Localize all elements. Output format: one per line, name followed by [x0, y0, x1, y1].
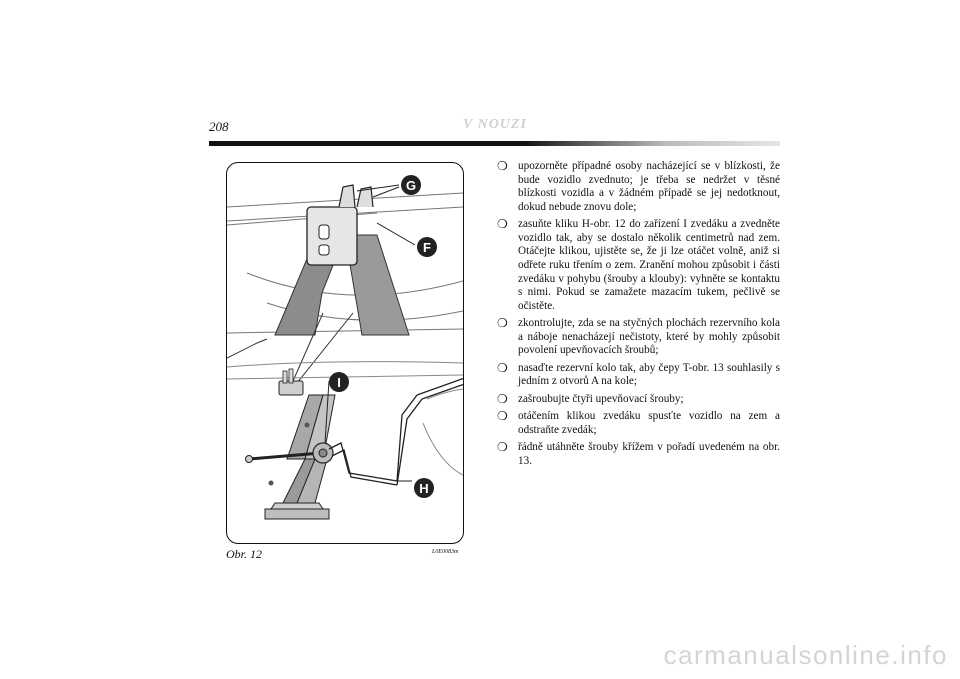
- instruction-text: zašroubujte čtyři upevňovací šrouby;: [518, 392, 684, 405]
- instruction-item: ❍ zkontrolujte, zda se na styčných ploch…: [497, 317, 780, 358]
- scissor-jack: [245, 368, 336, 520]
- section-title: V NOUZI: [463, 117, 527, 132]
- header-rule: [209, 141, 780, 146]
- scissor-jack-illustration: G F I H: [227, 175, 463, 520]
- instruction-text: upozorněte případné osoby nacházející se…: [518, 160, 780, 213]
- circle-bullet-icon: ❍: [497, 360, 508, 375]
- circle-bullet-icon: ❍: [497, 217, 508, 232]
- instruction-text: zkontrolujte, zda se na styčných plochác…: [518, 317, 780, 357]
- circle-bullet-icon: ❍: [497, 409, 508, 424]
- instruction-text: otáčením klikou zvedáku spusťte vozidlo …: [518, 410, 780, 436]
- crank-handle: [328, 377, 463, 486]
- figure-caption: Obr. 12: [226, 547, 263, 561]
- page-number: 208: [209, 119, 229, 134]
- instruction-text: řádně utáhněte šrouby křížem v pořadí uv…: [518, 441, 780, 467]
- watermark-link[interactable]: carmanualsonline.info: [663, 640, 948, 670]
- instruction-item: ❍ upozorněte případné osoby nacházející …: [497, 159, 780, 214]
- jack-head-detail: [274, 184, 410, 336]
- callout-leaders: [324, 184, 416, 482]
- instruction-item: ❍ otáčením klikou zvedáku spusťte vozidl…: [497, 409, 780, 437]
- svg-text:I: I: [337, 375, 341, 390]
- callout-h: H: [414, 478, 434, 498]
- figure-frame: G F I H: [226, 162, 464, 544]
- svg-text:G: G: [406, 178, 416, 193]
- instruction-list: ❍ upozorněte případné osoby nacházející …: [497, 159, 780, 472]
- instruction-text: nasaďte rezervní kolo tak, aby čepy T-ob…: [518, 361, 780, 388]
- instruction-item: ❍ nasaďte rezervní kolo tak, aby čepy T-…: [497, 360, 780, 389]
- callout-i: I: [329, 372, 349, 392]
- instruction-item: ❍ zasuňte kliku H-obr. 12 do zařízení I …: [497, 218, 780, 313]
- circle-bullet-icon: ❍: [497, 316, 508, 331]
- callout-g: G: [401, 175, 421, 195]
- zoom-lines: [227, 312, 354, 384]
- instruction-item: ❍ zašroubujte čtyři upevňovací šrouby;: [497, 391, 780, 407]
- svg-text:F: F: [423, 240, 431, 255]
- circle-bullet-icon: ❍: [497, 159, 508, 173]
- callout-f: F: [417, 237, 437, 257]
- circle-bullet-icon: ❍: [497, 440, 508, 455]
- svg-text:H: H: [419, 481, 428, 496]
- figure-code: L0E0083m: [432, 549, 459, 555]
- circle-bullet-icon: ❍: [497, 391, 508, 406]
- instruction-text: zasuňte kliku H-obr. 12 do zařízení I zv…: [518, 218, 780, 312]
- instruction-item: ❍ řádně utáhněte šrouby křížem v pořadí …: [497, 440, 780, 468]
